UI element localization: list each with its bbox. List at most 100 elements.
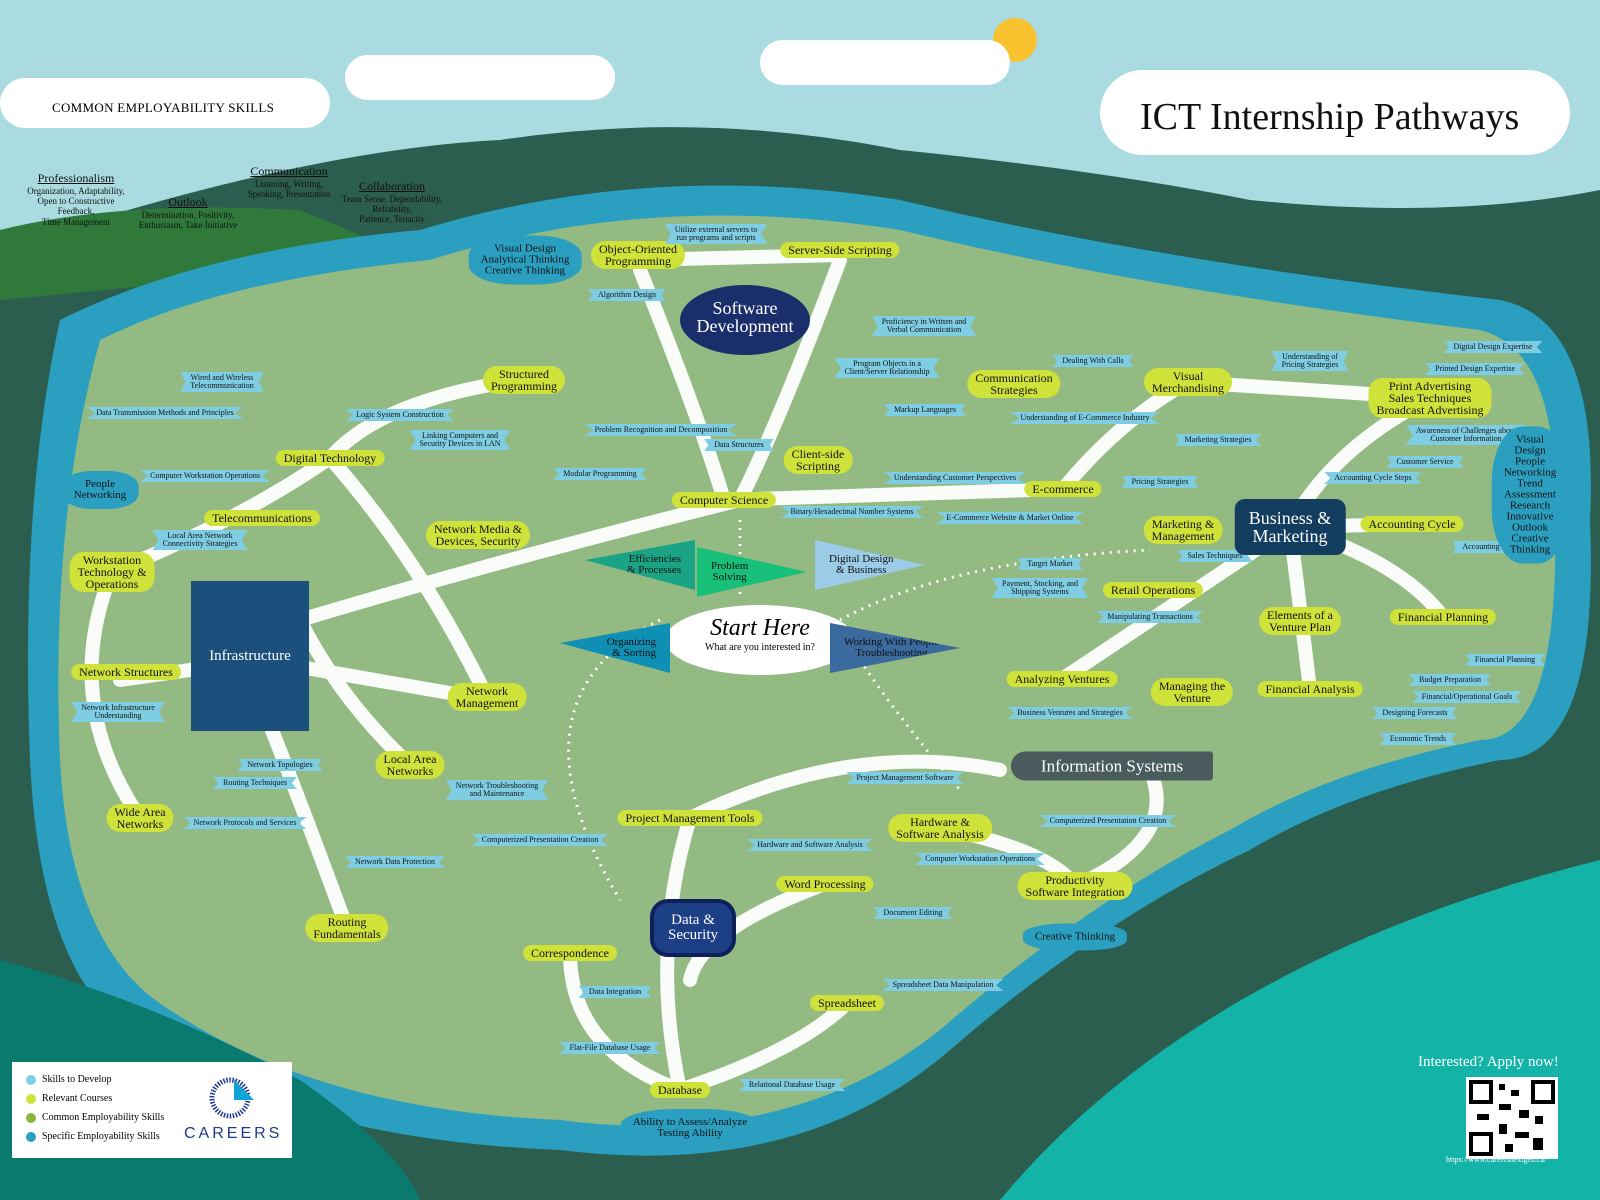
skill-ribbon: Relational Database Usage — [738, 1079, 846, 1091]
course-label[interactable]: Workstation Technology & Operations — [69, 552, 155, 592]
skill-ribbon: Spreadsheet Data Manipulation — [882, 979, 1004, 991]
skill-ribbon: Data Integration — [578, 986, 652, 998]
legend-item: Specific Employability Skills — [26, 1131, 160, 1142]
skill-group-items: Organization, Adaptability, Open to Cons… — [27, 185, 125, 227]
course-label[interactable]: Server-Side Scripting — [780, 242, 900, 258]
common-employability-skills-heading: COMMON EMPLOYABILITY SKILLS — [52, 100, 275, 115]
hub-5[interactable]: Data & Security — [650, 899, 736, 957]
skill-ribbon: Pricing Strategies — [1121, 476, 1199, 488]
hub-3[interactable]: Business & Marketing — [1234, 499, 1346, 555]
skill-ribbon: Financial Planning — [1464, 654, 1546, 666]
skill-ribbon: Modular Programming — [553, 468, 647, 480]
skill-ribbon: Digital Design Expertise — [1443, 341, 1543, 353]
course-label[interactable]: Financial Planning — [1389, 609, 1497, 625]
website-url[interactable]: https://www.careersnextgen.ca/ — [1446, 1155, 1547, 1164]
skill-ribbon: Markup Languages — [884, 404, 966, 416]
skill-ribbon: Problem Recognition and Decomposition — [584, 424, 738, 436]
skill-group-name: Collaboration — [359, 179, 425, 193]
legend-item: Common Employability Skills — [26, 1112, 164, 1123]
course-label[interactable]: Network Management — [447, 683, 527, 711]
course-label[interactable]: Word Processing — [776, 876, 874, 892]
legend-item: Skills to Develop — [26, 1074, 111, 1085]
skill-ribbon: Wired and Wireless Telecommunication — [180, 372, 264, 392]
skill-ribbon: Computer Workstation Operations — [915, 853, 1045, 865]
skill-ribbon: Project Management Software — [846, 772, 964, 784]
skill-ribbon: Printed Design Expertise — [1425, 363, 1525, 375]
course-label[interactable]: Database — [650, 1082, 710, 1098]
start-here-title: Start Here — [710, 615, 810, 641]
course-label[interactable]: Correspondence — [523, 945, 617, 961]
legend-label: Skills to Develop — [42, 1074, 112, 1085]
skill-ribbon: Network Troubleshooting and Maintenance — [445, 780, 549, 800]
qr-code[interactable] — [1466, 1077, 1558, 1159]
course-label[interactable]: Local Area Networks — [375, 751, 445, 779]
course-label[interactable]: E-commerce — [1024, 481, 1102, 497]
course-label[interactable]: Telecommunications — [204, 510, 320, 526]
skill-ribbon: Local Area Network Connectivity Strategi… — [152, 530, 248, 550]
course-label[interactable]: Object-Oriented Programming — [591, 241, 685, 269]
course-label[interactable]: Print Advertising Sales Techniques Broad… — [1368, 378, 1492, 418]
course-label[interactable]: Financial Analysis — [1257, 681, 1363, 697]
skill-ribbon: Document Editing — [873, 907, 953, 919]
skill-ribbon: Logic System Construction — [346, 409, 454, 421]
course-label[interactable]: Accounting Cycle — [1360, 516, 1464, 532]
legend-dot — [26, 1093, 36, 1104]
course-label[interactable]: Communication Strategies — [967, 370, 1061, 398]
cloud — [0, 78, 330, 128]
course-label[interactable]: Managing the Venture — [1150, 678, 1234, 706]
course-label[interactable]: Project Management Tools — [617, 810, 763, 826]
cloud — [760, 40, 1010, 85]
course-label[interactable]: Spreadsheet — [810, 995, 884, 1011]
skill-ribbon: Flat-File Database Usage — [559, 1042, 661, 1054]
skill-ribbon: Network Infrastructure Understanding — [71, 702, 165, 722]
careers-logo: CAREERS — [184, 1074, 282, 1143]
skill-ribbon: Network Data Protection — [345, 856, 445, 868]
skill-group-items: Team Sense, Dependability, Reliability, … — [341, 193, 443, 225]
page-title: ICT Internship Pathways — [1140, 96, 1520, 138]
skill-ribbon: Network Protocols and Services — [183, 817, 307, 829]
hub-1[interactable]: Software Development — [680, 285, 810, 355]
hub-2[interactable]: Infrastructure — [191, 581, 309, 731]
skill-ribbon: Financial/Operational Goals — [1411, 691, 1523, 703]
skill-ribbon: Payment, Stocking, and Shipping Systems — [992, 578, 1088, 598]
legend-label: Common Employability Skills — [42, 1112, 165, 1123]
skill-ribbon: Sales Techniques — [1177, 550, 1253, 562]
skill-ribbon: Computer Workstation Operations — [140, 470, 270, 482]
skill-group-name: Outlook — [168, 195, 208, 209]
course-label[interactable]: Analyzing Ventures — [1006, 671, 1118, 687]
sea — [1000, 860, 1600, 1200]
specific-skill-lake: Creative Thinking — [1022, 923, 1128, 951]
skill-ribbon: Accounting Cycle Steps — [1324, 472, 1422, 484]
start-here[interactable]: Start Here What are you interested in? — [665, 605, 855, 675]
skill-ribbon: Utilize external servers to run programs… — [664, 224, 768, 244]
skill-group-items: Listening, Writing, Speaking, Presentati… — [247, 178, 331, 200]
specific-skill-lake: Ability to Assess/Analyze Testing Abilit… — [620, 1109, 760, 1147]
skill-ribbon: Understanding of Pricing Strategies — [1271, 351, 1349, 371]
skill-ribbon: Designing Forecasts — [1372, 707, 1458, 719]
course-label[interactable]: Client-side Scripting — [783, 446, 853, 474]
specific-skill-lake: People Networking — [61, 471, 139, 509]
course-label[interactable]: Routing Fundamentals — [305, 914, 389, 942]
cloud — [345, 55, 615, 100]
skill-ribbon: Marketing Strategies — [1174, 434, 1262, 446]
hub-4[interactable]: Information Systems — [1010, 751, 1214, 781]
course-label[interactable]: Network Structures — [71, 664, 181, 680]
skill-ribbon: Data Structures — [704, 439, 774, 451]
course-label[interactable]: Visual Merchandising — [1144, 368, 1232, 396]
skill-ribbon: Accounting — [1452, 541, 1510, 553]
course-label[interactable]: Elements of a Venture Plan — [1259, 607, 1341, 635]
skill-group-name: Professionalism — [37, 171, 115, 185]
skill-ribbon: Understanding Customer Perspectives — [883, 472, 1027, 484]
course-label[interactable]: Digital Technology — [275, 450, 385, 466]
course-label[interactable]: Computer Science — [671, 492, 777, 508]
skill-ribbon: Routing Techniques — [213, 777, 297, 789]
course-label[interactable]: Hardware & Software Analysis — [888, 814, 992, 842]
course-label[interactable]: Marketing & Management — [1143, 516, 1223, 544]
course-label[interactable]: Wide Area Networks — [106, 804, 174, 832]
course-label[interactable]: Retail Operations — [1102, 582, 1204, 598]
course-label[interactable]: Productivity Software Integration — [1017, 872, 1133, 900]
course-label[interactable]: Structured Programming — [483, 366, 565, 394]
specific-skill-lake: Visual Design People Networking Trend As… — [1491, 426, 1569, 564]
course-label[interactable]: Network Media & Devices, Security — [426, 521, 530, 549]
